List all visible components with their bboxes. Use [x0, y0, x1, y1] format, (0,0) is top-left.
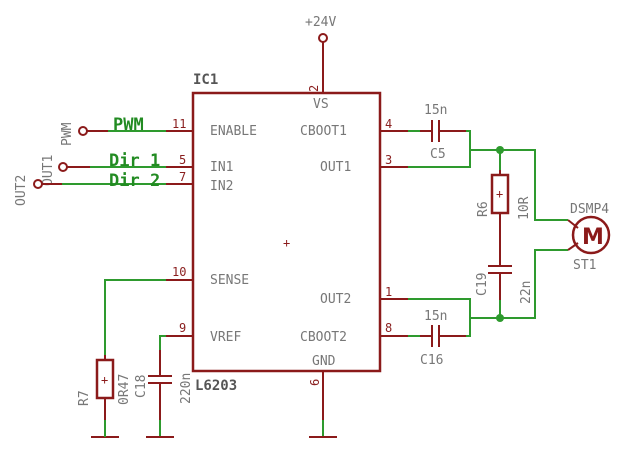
- pin-num-cboot2: 8: [385, 321, 392, 335]
- pwm-connector-label: PWM: [60, 122, 75, 146]
- motor-name: ST1: [573, 258, 596, 273]
- r6-value: 10R: [517, 196, 532, 220]
- motor-ref: DSMP4: [570, 202, 609, 217]
- wire-out2: [408, 298, 500, 319]
- out1-connector-label: OUT1: [41, 155, 56, 186]
- r7-mark: +: [101, 373, 108, 387]
- pin-name-gnd: GND: [312, 354, 336, 369]
- pin-num-gnd: 6: [308, 379, 322, 386]
- c16-value: 15n: [424, 309, 447, 324]
- wire-c16-out2: [466, 318, 471, 337]
- pin-name-vs: VS: [313, 97, 329, 112]
- r7-value: 0R47: [117, 374, 132, 405]
- vcc-supply: +24V: [305, 15, 336, 93]
- pin-name-out1: OUT1: [320, 160, 351, 175]
- pin-name-in2: IN2: [210, 179, 233, 194]
- r6-ref: R6: [476, 201, 491, 217]
- vcc-label: +24V: [305, 15, 336, 30]
- wire-c5-out1: [466, 130, 471, 150]
- c16-ref: C16: [420, 353, 443, 368]
- c16-network: 15n C16: [408, 309, 471, 368]
- sense-network: + R7 0R47: [77, 279, 166, 438]
- pin-name-vref: VREF: [210, 330, 241, 345]
- pin-name-sense: SENSE: [210, 273, 249, 288]
- pin-num-out2: 1: [385, 285, 392, 299]
- c18-ref: C18: [134, 375, 149, 398]
- wire-out1: [408, 149, 500, 168]
- ic-ref: IC1: [193, 72, 218, 88]
- vcc-terminal[interactable]: [318, 33, 328, 43]
- wire-vref: [159, 335, 166, 350]
- motor-icon[interactable]: [571, 215, 611, 255]
- net-label-pwm: PWM: [113, 115, 144, 135]
- pin-num-vref: 9: [179, 321, 186, 335]
- net-label-dir1: Dir 1: [109, 151, 160, 171]
- c19-ref: C19: [475, 273, 490, 296]
- r7-ref: R7: [77, 390, 92, 406]
- c19-snubber: C19 22n: [475, 250, 534, 318]
- pin-num-out1: 3: [385, 153, 392, 167]
- c5-ref: C5: [430, 147, 446, 162]
- wire-out1-motor: [500, 149, 568, 221]
- pin-num-in2: 7: [179, 170, 186, 184]
- c5-network: 15n C5: [408, 103, 471, 162]
- out1-terminal[interactable]: [58, 162, 68, 172]
- wire-out2-motor: [500, 249, 568, 319]
- pwm-terminal[interactable]: [78, 126, 88, 136]
- ic-part: L6203: [195, 378, 237, 394]
- motor-symbol: M: [582, 225, 604, 250]
- pin-name-cboot1: CBOOT1: [300, 124, 347, 139]
- c19-value: 22n: [519, 281, 534, 304]
- ic-origin-mark: +: [283, 236, 290, 250]
- ic-body[interactable]: [191, 91, 382, 373]
- connector-out2: OUT2 Dir 2: [14, 171, 166, 206]
- c18-value: 220n: [179, 373, 194, 404]
- pin-num-sense: 10: [172, 265, 186, 279]
- pin-num-in1: 5: [179, 153, 186, 167]
- pin-name-in1: IN1: [210, 160, 233, 175]
- r6-snubber: + R6 10R: [476, 150, 532, 250]
- pin-num-cboot1: 4: [385, 117, 392, 131]
- pin-name-out2: OUT2: [320, 292, 351, 307]
- pin-name-enable: ENABLE: [210, 124, 257, 139]
- connector-out1: OUT1 Dir 1: [41, 151, 166, 186]
- wire-sense: [104, 279, 166, 355]
- out2-connector-label: OUT2: [14, 175, 29, 206]
- net-label-dir2: Dir 2: [109, 171, 160, 191]
- ic-ground: [309, 371, 337, 438]
- pin-num-enable: 11: [172, 117, 186, 131]
- ic-l6203: IC1 L6203 + VS 2 ENABLE 11 IN1 5 IN2 7 S…: [166, 72, 408, 394]
- motor-st1: M DSMP4 ST1: [567, 202, 611, 273]
- pin-num-vs: 2: [307, 85, 321, 92]
- vref-network: C18 220n: [134, 335, 194, 438]
- pin-name-cboot2: CBOOT2: [300, 330, 347, 345]
- connector-pwm: PWM PWM: [60, 115, 166, 146]
- c5-value: 15n: [424, 103, 447, 118]
- r6-mark: +: [496, 187, 503, 201]
